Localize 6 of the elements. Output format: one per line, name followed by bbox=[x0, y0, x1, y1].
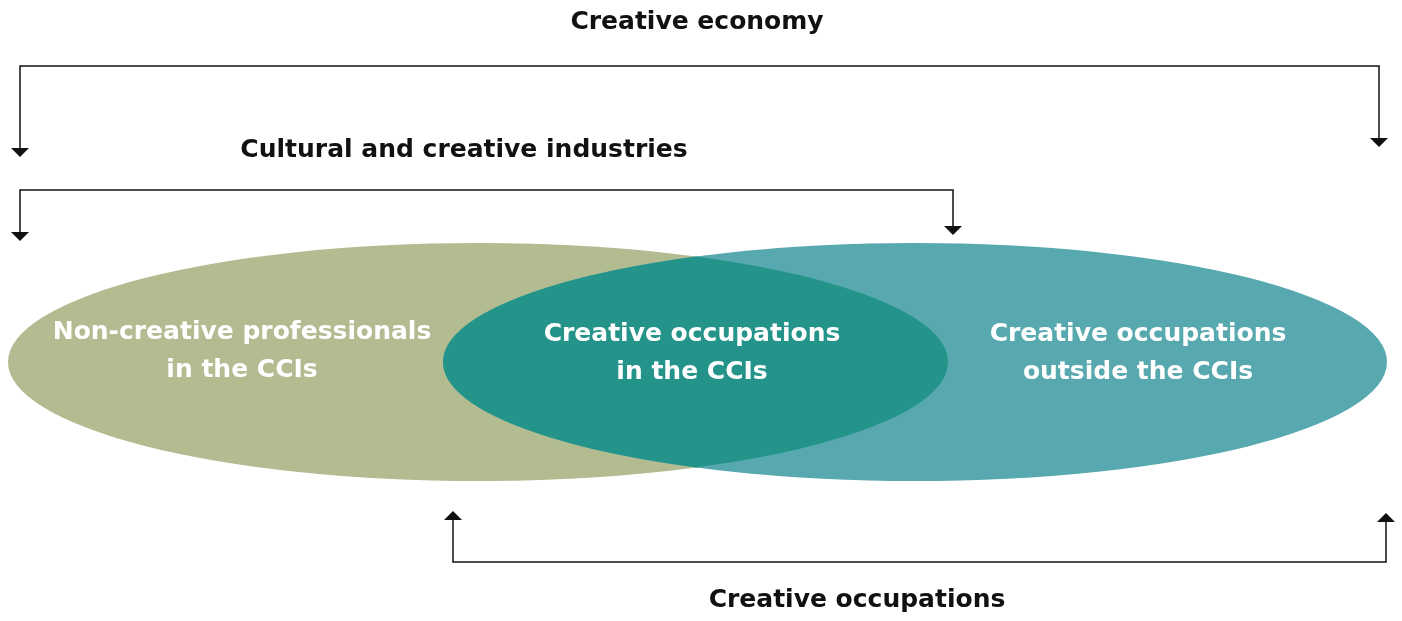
region-label: Non-creative professionals in the CCIs bbox=[51, 314, 433, 384]
range-label: Creative economy bbox=[570, 6, 824, 35]
region-label: Creative occupations in the CCIs bbox=[542, 316, 842, 386]
range-label: Cultural and creative industries bbox=[240, 134, 688, 163]
region-label: Creative occupations outside the CCIs bbox=[988, 316, 1288, 386]
range-label: Creative occupations bbox=[708, 584, 1006, 613]
